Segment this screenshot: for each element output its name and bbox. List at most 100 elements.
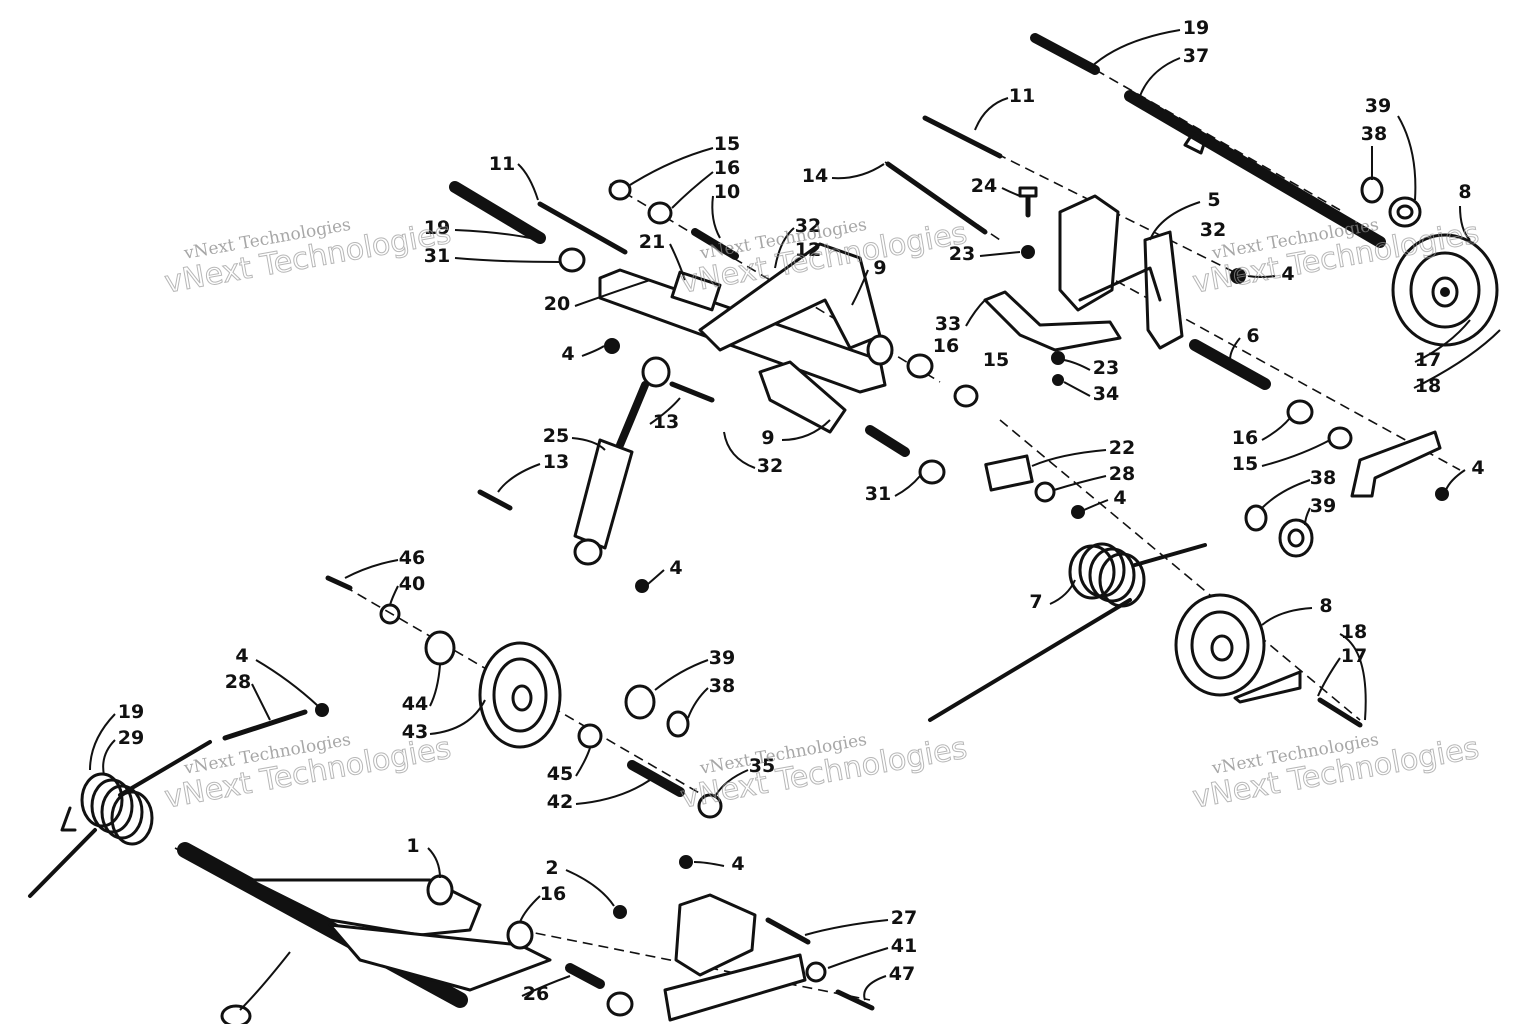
bushing-31-front xyxy=(558,247,586,273)
rear-arm-bracket xyxy=(983,194,1184,352)
callout-29: 29 xyxy=(118,727,144,749)
nut-34 xyxy=(1052,374,1064,386)
callout-16: 16 xyxy=(1232,427,1258,449)
callout-8: 8 xyxy=(1458,181,1471,203)
callout-37: 37 xyxy=(1183,45,1209,67)
callout-9: 9 xyxy=(761,427,774,449)
callout-15: 15 xyxy=(1232,453,1258,475)
callout-15: 15 xyxy=(714,133,740,155)
pin-6 xyxy=(1189,339,1271,390)
bushing-16-lower xyxy=(606,991,634,1017)
callout-19: 19 xyxy=(1183,17,1209,39)
callout-26: 26 xyxy=(523,983,549,1005)
callout-31: 31 xyxy=(424,245,450,267)
nut-4-spring xyxy=(315,703,329,717)
callout-45: 45 xyxy=(547,763,573,785)
callout-7: 7 xyxy=(1029,591,1042,613)
callout-25: 25 xyxy=(543,425,569,447)
bolt-46 xyxy=(325,575,353,591)
bracket-17-center xyxy=(1233,670,1302,704)
bracket-21 xyxy=(670,270,722,312)
shock-absorber xyxy=(573,356,671,566)
callout-16: 16 xyxy=(540,883,566,905)
callout-15: 15 xyxy=(983,349,1009,371)
callout-4: 4 xyxy=(731,853,744,875)
callout-9: 9 xyxy=(873,257,886,279)
callout-4: 4 xyxy=(235,645,248,667)
callout-8: 8 xyxy=(1319,595,1332,617)
pin-26 xyxy=(565,963,605,989)
callout-10: 10 xyxy=(714,181,740,203)
callout-46: 46 xyxy=(399,547,425,569)
plate-22 xyxy=(984,454,1034,492)
callout-13: 13 xyxy=(543,451,569,473)
callout-33: 33 xyxy=(935,313,961,335)
front-idler-wheel xyxy=(478,641,562,749)
bushing-31-mid xyxy=(918,459,946,485)
callout-32: 32 xyxy=(795,215,821,237)
snap-ring-38-front xyxy=(666,710,690,738)
pin-10 xyxy=(691,228,739,260)
bearing-44 xyxy=(424,630,456,666)
callout-39: 39 xyxy=(709,647,735,669)
callout-35: 35 xyxy=(749,755,775,777)
bearing-39-upper xyxy=(1388,196,1422,228)
callout-19: 19 xyxy=(424,217,450,239)
bushing-16-rear xyxy=(1286,399,1314,425)
callout-32: 32 xyxy=(1200,219,1226,241)
callout-28: 28 xyxy=(225,671,251,693)
bearing-39-lower xyxy=(1278,518,1314,558)
center-idler-wheel xyxy=(1174,593,1266,697)
callout-16: 16 xyxy=(933,335,959,357)
spacer-45 xyxy=(577,723,603,749)
callout-11: 11 xyxy=(489,153,515,175)
callout-16: 16 xyxy=(714,157,740,179)
callout-47: 47 xyxy=(889,963,915,985)
callout-11: 11 xyxy=(1009,85,1035,107)
callout-2: 2 xyxy=(545,857,558,879)
bolt-47 xyxy=(835,989,875,1011)
callout-19: 19 xyxy=(118,701,144,723)
front-arm-assembly xyxy=(598,242,894,434)
callout-27: 27 xyxy=(891,907,917,929)
front-torsion-spring xyxy=(28,740,212,898)
callout-17: 17 xyxy=(1415,349,1441,371)
front-swing-arm xyxy=(177,842,552,1024)
nut-4-front xyxy=(604,338,620,354)
bolt-13-lower xyxy=(477,489,513,511)
bushing-15-rear xyxy=(1327,426,1353,450)
callout-24: 24 xyxy=(971,175,997,197)
bolt-24 xyxy=(1018,186,1038,218)
nut-2 xyxy=(613,905,627,919)
callout-41: 41 xyxy=(891,935,917,957)
bolt-27 xyxy=(765,917,811,945)
callout-39: 39 xyxy=(1365,95,1391,117)
washer-28 xyxy=(1034,481,1056,503)
bolt-13-upper xyxy=(669,381,715,403)
callout-20: 20 xyxy=(544,293,570,315)
callout-12: 12 xyxy=(795,239,821,261)
bolt-14 xyxy=(885,161,988,235)
callout-32: 32 xyxy=(757,455,783,477)
callout-42: 42 xyxy=(547,791,573,813)
bushing-15-mid xyxy=(953,384,979,408)
callout-14: 14 xyxy=(802,165,828,187)
nut-4-shock xyxy=(635,579,649,593)
nut-4-rear-lower xyxy=(1435,487,1449,501)
nut-23-lower xyxy=(1051,351,1065,365)
pin-mid xyxy=(865,425,910,457)
callout-4: 4 xyxy=(1113,487,1126,509)
callout-39: 39 xyxy=(1310,495,1336,517)
callout-43: 43 xyxy=(402,721,428,743)
bolt-18-center xyxy=(1317,697,1363,728)
callout-4: 4 xyxy=(1281,263,1294,285)
bearing-39-front xyxy=(624,684,656,720)
axle-42 xyxy=(627,760,685,797)
callout-34: 34 xyxy=(1093,383,1119,405)
callout-4: 4 xyxy=(561,343,574,365)
